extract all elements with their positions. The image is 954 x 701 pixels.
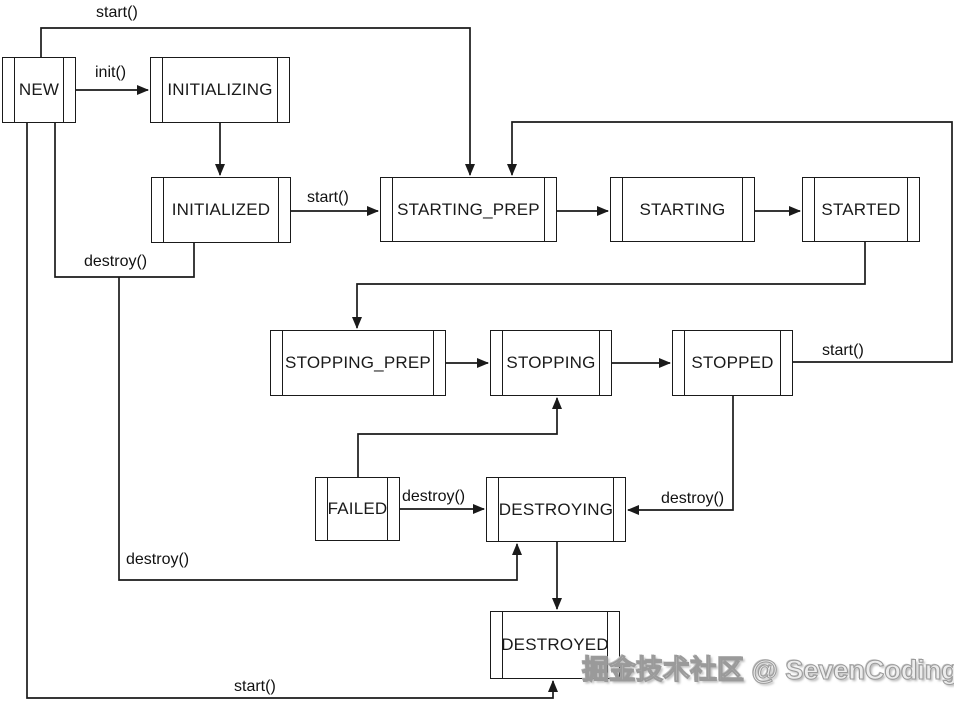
edge-label-destroy-lower: destroy() [126,551,190,568]
state-initialized: INITIALIZED [151,177,291,243]
watermark: 掘金技术社区 @ SevenCoding [582,655,954,686]
state-started: STARTED [802,177,920,242]
edge-label-start-stopped: start() [822,342,864,359]
edge-new-start-top [40,27,475,176]
state-starting: STARTING [610,177,755,242]
edge-label-destroy-stopped: destroy() [661,490,725,507]
edge-destroy-main-to-destroying [118,277,522,581]
state-stopping-prep: STOPPING_PREP [270,330,446,396]
edge-label-destroy-failed: destroy() [402,488,466,505]
edge-label-init: init() [95,64,127,81]
edge-label-destroy-upper: destroy() [84,253,148,270]
state-stopped: STOPPED [672,330,793,396]
state-destroying: DESTROYING [486,477,626,542]
edge-label-start-bottom: start() [234,678,276,695]
edge-label-start-top: start() [96,4,138,21]
state-stopping: STOPPING [490,330,612,396]
edge-new-start-bottom-to-destroyed [26,123,558,699]
edge-label-start-initialized: start() [307,189,349,206]
edge-failed-to-stopping [357,397,562,477]
state-new: NEW [2,57,76,123]
edge-destroy-branch-new-initialized [54,123,195,278]
edge-stopped-destroy [627,396,734,515]
state-starting-prep: STARTING_PREP [380,177,557,242]
edge-stopped-start-return [507,121,953,363]
edge-started-to-stoppingprep [352,242,866,329]
state-initializing: INITIALIZING [150,57,290,123]
state-failed: FAILED [315,477,400,541]
state-destroyed: DESTROYED [490,611,620,679]
